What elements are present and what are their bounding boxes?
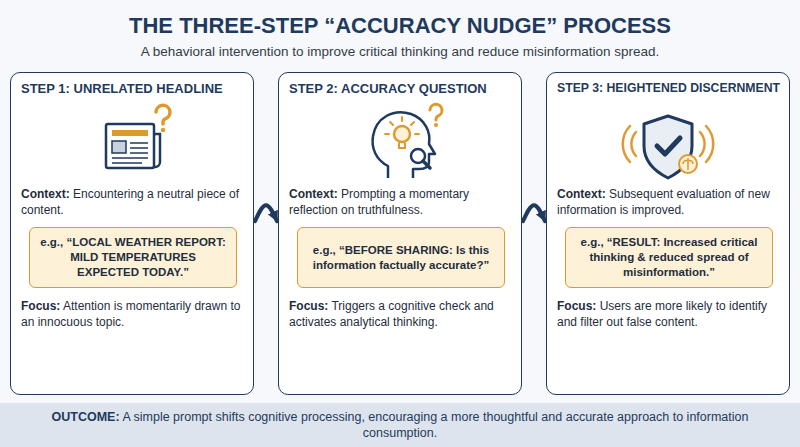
diagram-title: THE THREE-STEP “ACCURACY NUDGE” PROCESS	[10, 13, 790, 39]
step-description: Context: Prompting a momentary reflectio…	[289, 187, 513, 218]
step-heading: STEP 1: UNRELATED HEADLINE	[21, 81, 245, 96]
step-panel: STEP 1: UNRELATED HEADLINE Context: Encou…	[10, 72, 254, 395]
step-description: Context: Subsequent evaluation of new in…	[557, 187, 781, 218]
flow-arrow	[255, 205, 277, 221]
outcome-text: OUTCOME: A simple prompt shifts cognitiv…	[14, 409, 786, 442]
step-description: Focus: Attention is momentarily drawn to…	[21, 299, 245, 330]
shield-check-icon	[623, 116, 713, 178]
example-text: e.g., “LOCAL WEATHER REPORT: MILD TEMPER…	[38, 235, 228, 280]
step-description: Context: Encountering a neutral piece of…	[21, 187, 245, 218]
step-panel: STEP 2: ACCURACY QUESTION Context: Prompt…	[278, 72, 522, 395]
outcome-band: OUTCOME: A simple prompt shifts cognitiv…	[0, 403, 800, 447]
step-description: Focus: Users are more likely to identify…	[557, 299, 781, 330]
step-heading: STEP 2: ACCURACY QUESTION	[289, 81, 513, 96]
step-description: Focus: Triggers a cognitive check and ac…	[289, 299, 513, 330]
example-box: e.g., “LOCAL WEATHER REPORT: MILD TEMPER…	[29, 227, 237, 288]
step-panel: STEP 3: HEIGHTENED DISCERNMENT Context: S…	[546, 72, 790, 395]
newspaper-icon	[106, 105, 170, 168]
head-lightbulb-icon	[373, 104, 442, 178]
example-text: e.g., “BEFORE SHARING: Is this informati…	[306, 243, 496, 273]
flow-arrow	[523, 205, 545, 221]
subtitle: A behavioral intervention to improve cri…	[10, 44, 790, 59]
example-text: e.g., “RESULT: Increased critical thinki…	[574, 235, 764, 280]
step-heading: STEP 3: HEIGHTENED DISCERNMENT	[557, 81, 781, 95]
example-box: e.g., “RESULT: Increased critical thinki…	[565, 227, 773, 288]
example-box: e.g., “BEFORE SHARING: Is this informati…	[297, 227, 505, 288]
